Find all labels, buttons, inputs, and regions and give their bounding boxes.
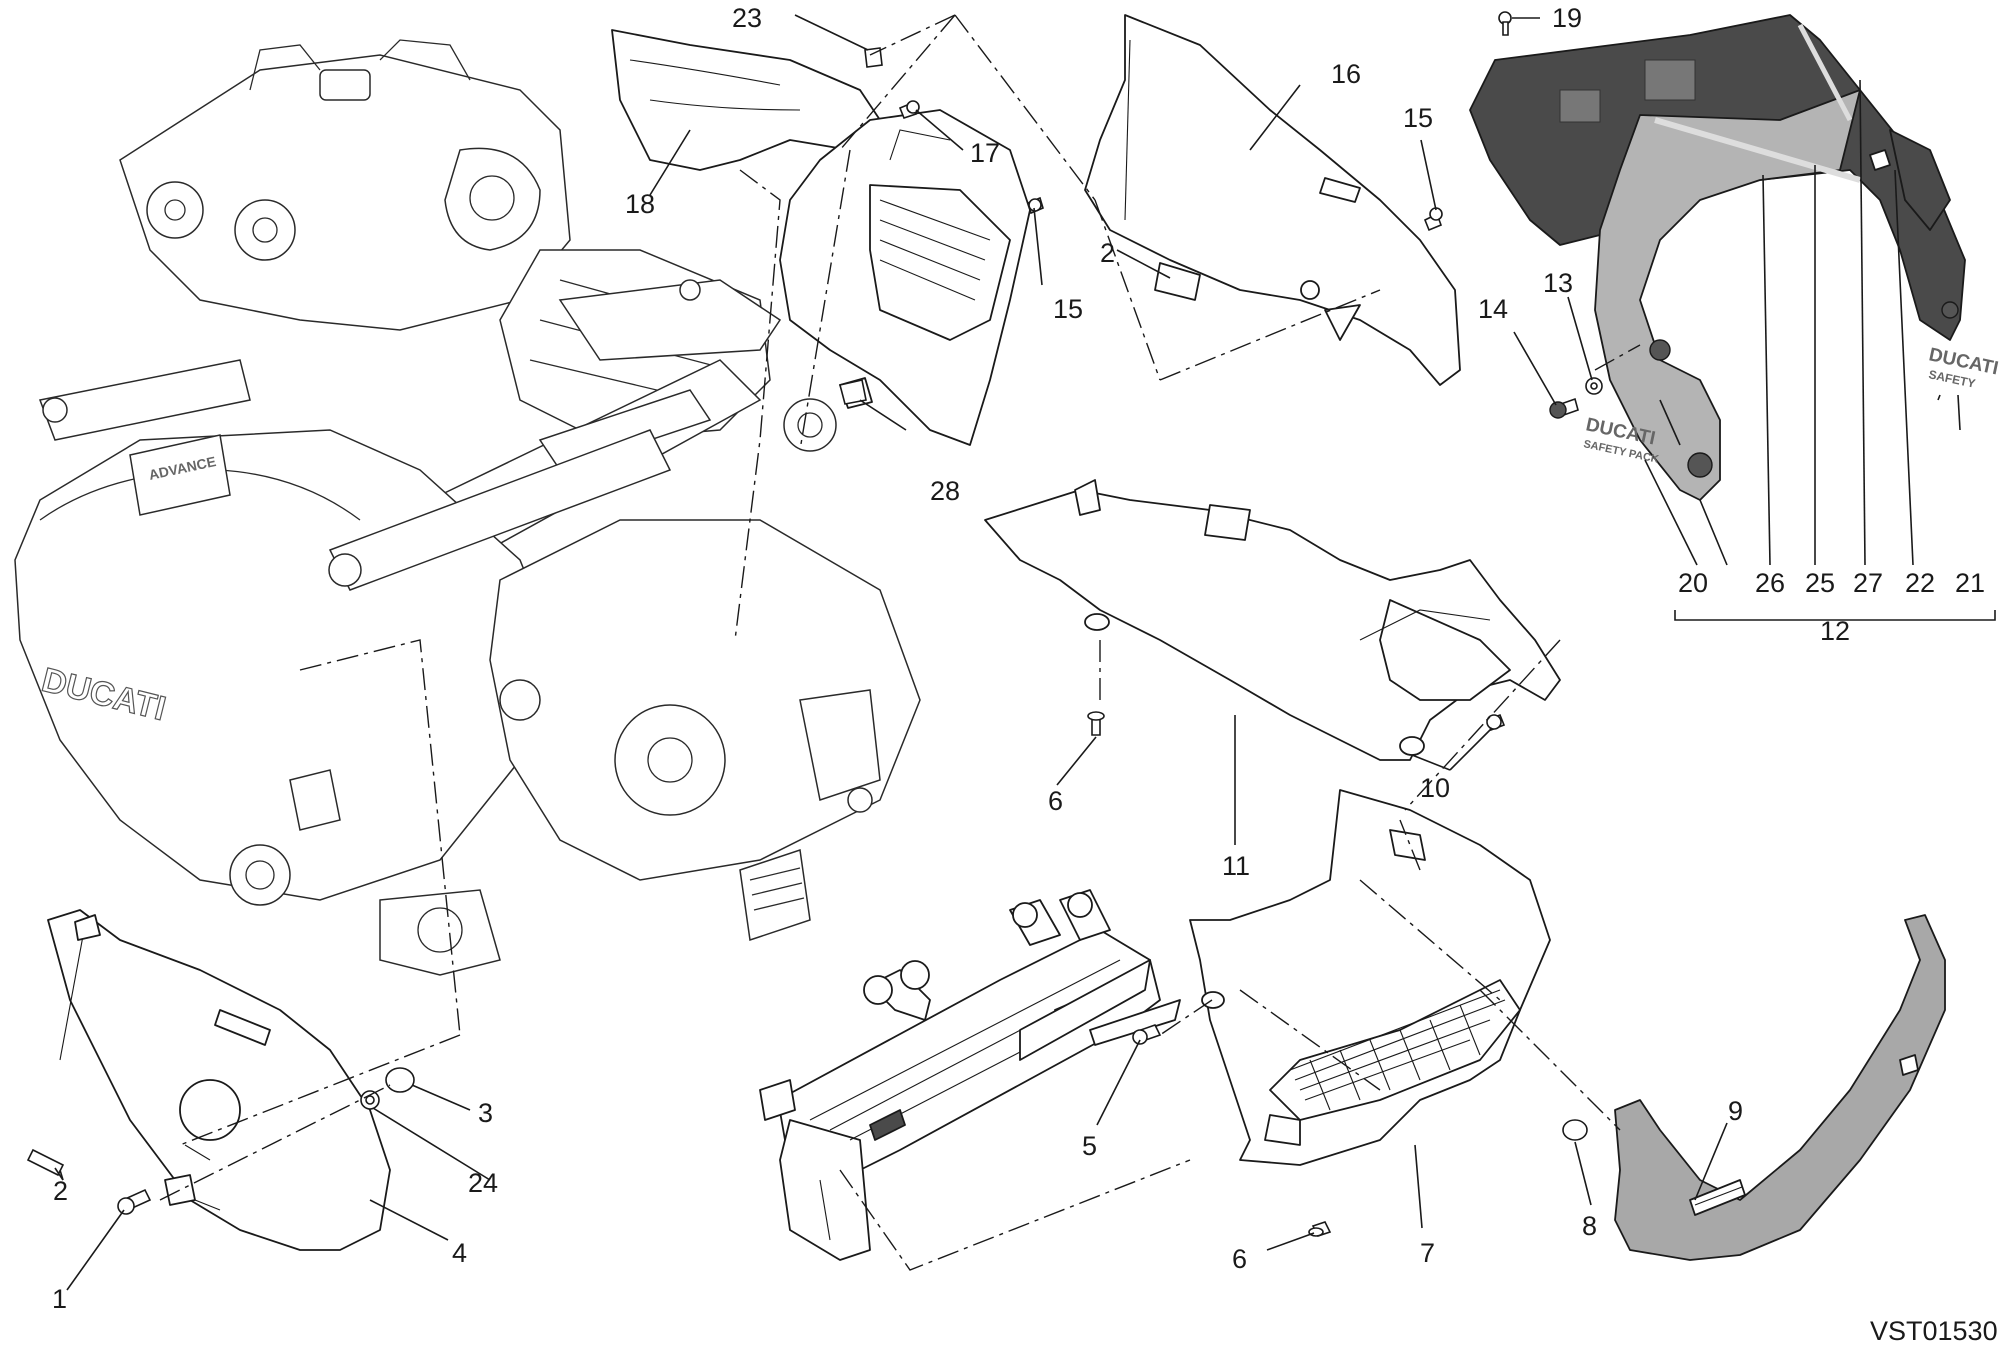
callout-labels: 1 2 2 3 4 5 6 6 7 8 9 10 11 12 13 14 15 … [52,3,1985,1314]
callout-26: 26 [1755,568,1785,598]
callout-2: 2 [1100,238,1115,268]
callout-8: 8 [1582,1211,1597,1241]
document-reference-code: VST01530 [1870,1316,1998,1346]
callout-19: 19 [1552,3,1582,33]
callout-10: 10 [1420,773,1450,803]
lower-fairing-7 [1189,789,1551,1166]
leader-lines [54,14,1996,1291]
decal-21: DUCATI SAFETY [1927,344,1999,390]
callout-2: 2 [53,1176,68,1206]
callout-15: 15 [1053,294,1083,324]
callout-23: 23 [732,3,762,33]
callout-9: 9 [1728,1096,1743,1126]
callout-24: 24 [468,1168,498,1198]
callout-28: 28 [930,476,960,506]
side-cover-18 [611,29,881,171]
radiator [759,889,1181,1261]
callout-14: 14 [1478,294,1508,324]
belt-cover-16 [1084,14,1461,386]
beak-9 [1614,914,1946,1261]
engine-assembly: DUCATI ADVANCE [14,39,921,976]
callout-1: 1 [52,1284,67,1314]
callout-4: 4 [452,1238,467,1268]
callout-22: 22 [1905,568,1935,598]
callout-20: 20 [1678,568,1708,598]
callout-13: 13 [1543,268,1573,298]
lower-fairing-11 [984,479,1561,761]
callout-15: 15 [1403,103,1433,133]
side-panel-4 [47,909,391,1251]
callout-16: 16 [1331,59,1361,89]
callout-25: 25 [1805,568,1835,598]
callout-18: 18 [625,189,655,219]
callout-6: 6 [1232,1244,1247,1274]
callout-17: 17 [970,138,1000,168]
callout-3: 3 [478,1098,493,1128]
callout-12: 12 [1820,616,1850,646]
fairing-side-panel-12 [1469,14,1966,501]
callout-21: 21 [1955,568,1985,598]
assembly-lines [159,14,1641,1271]
callout-6: 6 [1048,786,1063,816]
callout-11: 11 [1222,851,1250,881]
callout-27: 27 [1853,568,1883,598]
callout-7: 7 [1420,1238,1435,1268]
hardware [26,11,1603,1237]
callout-5: 5 [1082,1131,1097,1161]
